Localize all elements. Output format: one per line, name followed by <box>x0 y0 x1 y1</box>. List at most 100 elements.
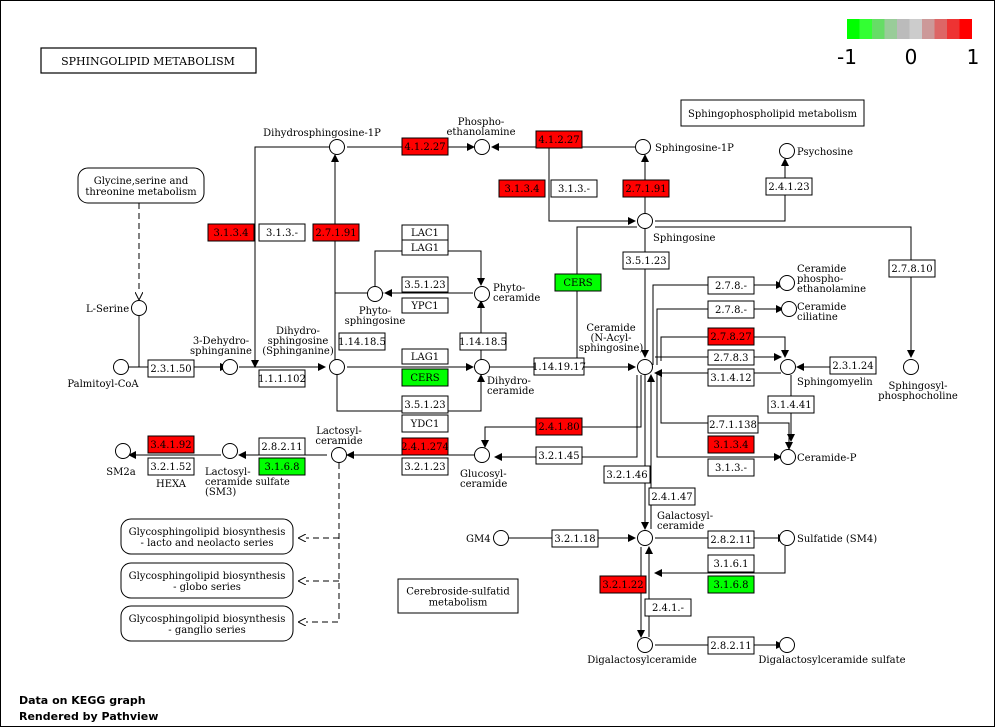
enzyme-box[interactable]: 3.2.1.45 <box>535 446 583 465</box>
enzyme-box[interactable]: 3.1.6.1 <box>707 554 755 573</box>
compound-node[interactable]: Galactosyl-ceramide <box>637 511 714 546</box>
compound-node[interactable]: Lactosyl-ceramide sulfate(SM3) <box>205 443 290 499</box>
enzyme-box[interactable]: 2.7.1.91 <box>622 179 670 198</box>
enzyme-box[interactable]: CERS <box>554 273 602 292</box>
enzyme-box[interactable]: 3.1.3.- <box>550 179 598 198</box>
enzyme-fill <box>147 435 195 454</box>
enzyme-box[interactable]: 2.7.8.3 <box>707 349 755 366</box>
enzyme-box[interactable]: 3.2.1.23 <box>401 457 449 476</box>
compound-node[interactable]: Sphingosyl-phosphocholine <box>878 359 958 403</box>
compound-circle <box>637 530 653 546</box>
compound-node[interactable]: 3-Dehydro-sphinganine <box>190 336 252 375</box>
compound-node[interactable]: Phospho-ethanolamine <box>447 117 516 155</box>
enzyme-label: YPC1 <box>410 301 438 312</box>
compound-node[interactable]: Dihydro-ceramide <box>474 359 535 398</box>
compound-node[interactable]: SM2a <box>106 443 136 479</box>
compound-node[interactable]: Ceramide(N-Acyl-sphingosine) <box>579 323 653 375</box>
compound-node[interactable]: HEXA <box>156 479 187 490</box>
enzyme-box[interactable]: LAG1 <box>401 348 449 365</box>
enzyme-box[interactable]: 2.8.2.11 <box>258 437 306 456</box>
enzyme-box[interactable]: 3.5.1.23 <box>401 395 449 414</box>
compound-node[interactable]: Palmitoyl-CoA <box>67 359 139 391</box>
enzyme-box[interactable]: 2.7.8.- <box>707 300 755 319</box>
legend-tick-label: -1 <box>837 45 857 69</box>
enzyme-box[interactable]: 3.1.6.8 <box>258 457 306 476</box>
compound-node[interactable]: Lactosyl-ceramide <box>315 426 363 463</box>
enzyme-box[interactable]: 3.2.1.52 <box>147 457 195 476</box>
enzyme-box[interactable]: 2.7.1.91 <box>312 223 360 242</box>
compound-node[interactable]: Sphingomyelin <box>780 359 874 389</box>
legend-swatch <box>872 19 885 39</box>
compound-node[interactable]: Digalactosylceramide sulfate <box>758 637 906 667</box>
compound-node[interactable]: L-Serine <box>86 300 147 316</box>
enzyme-box[interactable]: LAC1 <box>401 224 449 241</box>
compound-node[interactable]: Dihydro-sphingosine(Sphinganine) <box>262 326 345 375</box>
enzyme-box[interactable]: 3.5.1.23 <box>401 276 449 293</box>
enzyme-box[interactable]: 2.8.2.11 <box>707 530 755 549</box>
enzyme-box[interactable]: 2.8.2.11 <box>707 636 755 655</box>
lacto-pathway-box[interactable]: Glycosphingolipid biosynthesis- lacto an… <box>120 518 294 555</box>
enzyme-box[interactable]: 3.1.4.12 <box>707 368 755 387</box>
enzyme-fill <box>533 357 585 376</box>
sphingophospholipid-pathway-box[interactable]: Sphingophospholipid metabolism <box>680 99 865 127</box>
enzyme-box[interactable]: 3.1.6.8 <box>707 575 755 594</box>
compound-circle <box>329 139 345 155</box>
compound-node[interactable]: Ceramide-P <box>780 449 857 465</box>
compound-label: Ceramide-P <box>797 453 857 464</box>
enzyme-box[interactable]: 2.3.1.24 <box>829 356 877 375</box>
compound-node[interactable]: Sphingosine <box>637 213 716 245</box>
enzyme-box[interactable]: YDC1 <box>401 414 449 433</box>
ganglio-pathway-box[interactable]: Glycosphingolipid biosynthesis- ganglio … <box>120 605 294 642</box>
enzyme-box[interactable]: LAG1 <box>401 239 449 256</box>
enzyme-box[interactable]: 2.4.1.274 <box>401 437 449 456</box>
enzyme-box[interactable]: 2.4.1.- <box>644 598 692 617</box>
enzyme-box[interactable]: 2.7.8.- <box>707 276 755 295</box>
enzyme-box[interactable]: 1.14.19.17 <box>532 357 586 376</box>
enzyme-box[interactable]: 3.1.3.4 <box>498 179 546 198</box>
compound-node[interactable]: Digalactosylceramide <box>587 637 697 667</box>
compound-circle <box>222 359 238 375</box>
enzyme-box[interactable]: 2.4.1.23 <box>765 177 813 196</box>
globo-pathway-box[interactable]: Glycosphingolipid biosynthesis- globo se… <box>120 562 294 599</box>
enzyme-box[interactable]: 1.14.18.5 <box>338 332 386 351</box>
enzyme-box[interactable]: 2.4.1.80 <box>535 417 583 436</box>
enzyme-box[interactable]: 3.1.3.- <box>258 223 306 242</box>
enzyme-box[interactable]: 2.4.1.47 <box>648 487 696 506</box>
enzyme-box[interactable]: 3.1.3.- <box>707 458 755 477</box>
compound-node[interactable]: Glucosyl-ceramide <box>460 447 507 491</box>
compound-label: ceramide <box>657 521 704 532</box>
enzyme-box[interactable]: 3.2.1.22 <box>599 575 647 594</box>
diagram-title: SPHINGOLIPID METABOLISM <box>61 55 235 68</box>
enzyme-box[interactable]: 2.7.8.27 <box>707 327 755 346</box>
compound-node[interactable]: Phyto-sphingosine <box>345 286 406 328</box>
compound-label: Psychosine <box>797 147 853 158</box>
compound-node[interactable]: Dihydrosphingosine-1P <box>263 128 381 155</box>
enzyme-box[interactable]: 3.2.1.18 <box>551 529 599 548</box>
enzyme-box[interactable]: 3.1.3.4 <box>207 223 255 242</box>
enzyme-box[interactable]: CERS <box>401 368 449 387</box>
enzyme-box[interactable]: 1.1.1.102 <box>258 369 306 388</box>
enzyme-box[interactable]: 2.3.1.50 <box>147 359 195 378</box>
compound-node[interactable]: Phyto-ceramide <box>474 283 541 304</box>
enzyme-box[interactable]: 3.4.1.92 <box>147 435 195 454</box>
enzyme-box[interactable]: 2.7.8.10 <box>888 259 936 278</box>
enzyme-box[interactable]: 3.1.4.41 <box>767 395 815 414</box>
enzyme-box[interactable]: 4.1.2.27 <box>401 137 449 156</box>
enzyme-box[interactable]: 2.7.1.138 <box>707 415 759 434</box>
enzyme-box[interactable]: 4.1.2.27 <box>535 130 583 149</box>
enzyme-box[interactable]: 3.5.1.23 <box>622 251 670 270</box>
compound-node[interactable]: Sulfatide (SM4) <box>779 530 878 546</box>
compound-node[interactable]: GM4 <box>466 530 509 546</box>
enzyme-box[interactable]: 1.14.18.5 <box>459 332 507 351</box>
compound-node[interactable]: Psychosine <box>779 143 854 159</box>
enzyme-box[interactable]: 3.2.1.46 <box>603 465 651 484</box>
enzyme-box[interactable]: YPC1 <box>401 297 449 314</box>
legend-tick-label: 1 <box>967 45 980 69</box>
enzyme-box[interactable]: 3.1.3.4 <box>707 435 755 454</box>
enzyme-fill <box>147 457 195 476</box>
compound-node[interactable]: Sphingosine-1P <box>635 139 735 155</box>
